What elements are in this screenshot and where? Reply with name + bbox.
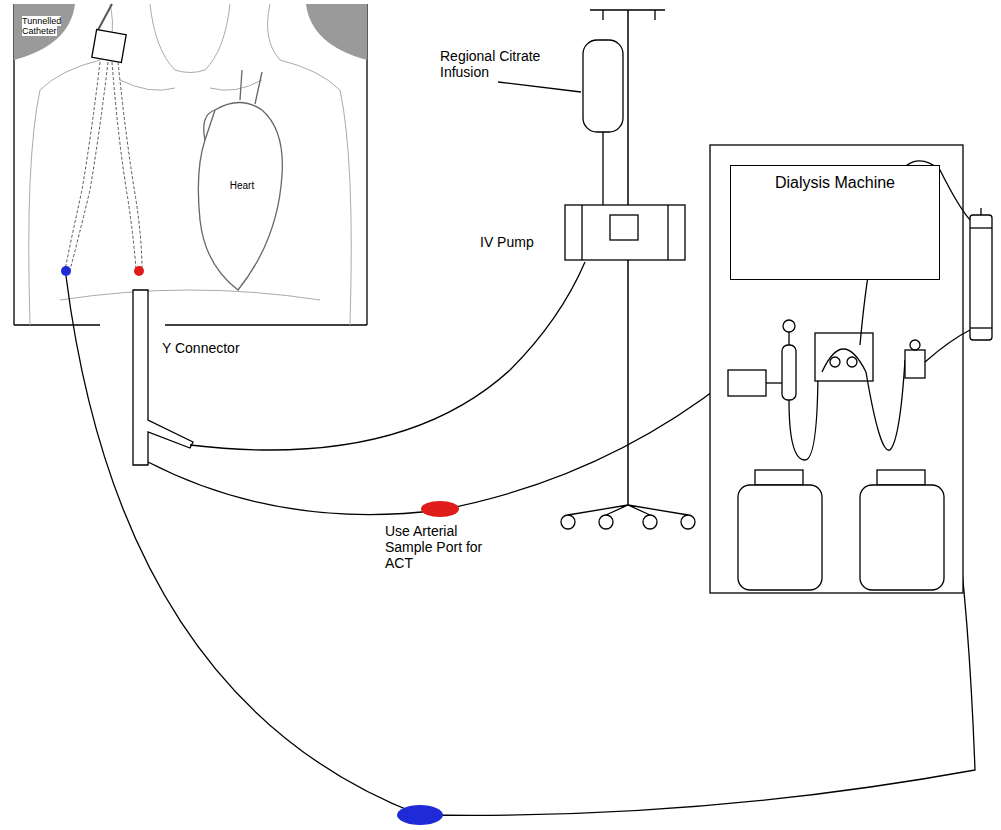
pump-roller: [847, 357, 857, 367]
heart-outline: [198, 103, 282, 291]
port-label: Use Arterial Sample Port for ACT: [385, 523, 503, 571]
label-text: Use Arterial Sample Port for ACT: [385, 523, 482, 571]
drip-chamber: [782, 345, 796, 400]
arterial-sample-port: [421, 501, 459, 517]
bag-label: Regional Citrate Infusion: [440, 48, 570, 80]
citrate-line: [190, 262, 585, 450]
iv-base: [568, 505, 688, 515]
catheter-line: [98, 4, 112, 30]
dialyzer: [970, 215, 992, 340]
label-text: Heart: [230, 180, 254, 191]
pump-rotor-arc: [822, 349, 866, 372]
pump-label: IV Pump: [480, 234, 560, 250]
venous-sample-port: [397, 805, 443, 825]
connector-label: Y Connector: [162, 340, 262, 356]
pump-tubing: [866, 360, 905, 450]
catheter-label: Tunnelled Catheter: [22, 16, 82, 37]
machine-housing: [710, 145, 963, 593]
chamber-cap: [910, 340, 920, 350]
catheter-limbs: [65, 62, 142, 270]
arterial-line: [148, 380, 728, 515]
dialyzer-outlet: [925, 330, 970, 362]
dialyzer-cap: [970, 327, 992, 328]
leader-line: [498, 82, 581, 92]
panel-edge: [14, 324, 100, 325]
panel-edge: [165, 324, 367, 325]
y-connector: [133, 290, 193, 465]
shoulder: [14, 4, 75, 60]
dialysate-bottle: [860, 485, 944, 590]
organ-label: Heart: [222, 180, 262, 192]
dialysate-bottle: [738, 485, 822, 590]
body-outline: [29, 4, 352, 325]
label-text: Regional Citrate Infusion: [440, 48, 540, 80]
heart-vessels: [204, 70, 262, 140]
dialyzer-cap: [970, 227, 992, 228]
label-text: Y Connector: [162, 340, 240, 356]
patient-panel: [14, 4, 367, 326]
display-screen: Dialysis Machine: [730, 165, 940, 280]
bottle-cap: [877, 470, 925, 485]
bag-tubing: [602, 132, 603, 205]
arterial-port: [134, 266, 144, 276]
catheter-hub: [92, 30, 126, 63]
shoulder: [306, 4, 367, 60]
iv-pump: [565, 205, 685, 260]
screen-title: Dialysis Machine: [731, 166, 939, 192]
label-text: Tunnelled Catheter: [22, 16, 61, 36]
venous-port: [61, 266, 71, 276]
pump-detail: [581, 205, 582, 260]
pump-display: [610, 215, 638, 240]
bottle-cap: [755, 470, 803, 485]
blood-pump: [815, 333, 873, 381]
citrate-bag: [583, 40, 623, 132]
venous-chamber: [905, 350, 925, 378]
tube-stub: [766, 382, 783, 383]
dialyzer-port: [980, 208, 981, 215]
pump-roller: [830, 357, 840, 367]
iv-wheels: [561, 515, 695, 529]
iv-hook: [590, 10, 665, 20]
chamber-cap: [783, 320, 795, 332]
pressure-monitor: [728, 370, 766, 396]
pump-detail: [667, 205, 668, 260]
label-text: IV Pump: [480, 234, 534, 250]
